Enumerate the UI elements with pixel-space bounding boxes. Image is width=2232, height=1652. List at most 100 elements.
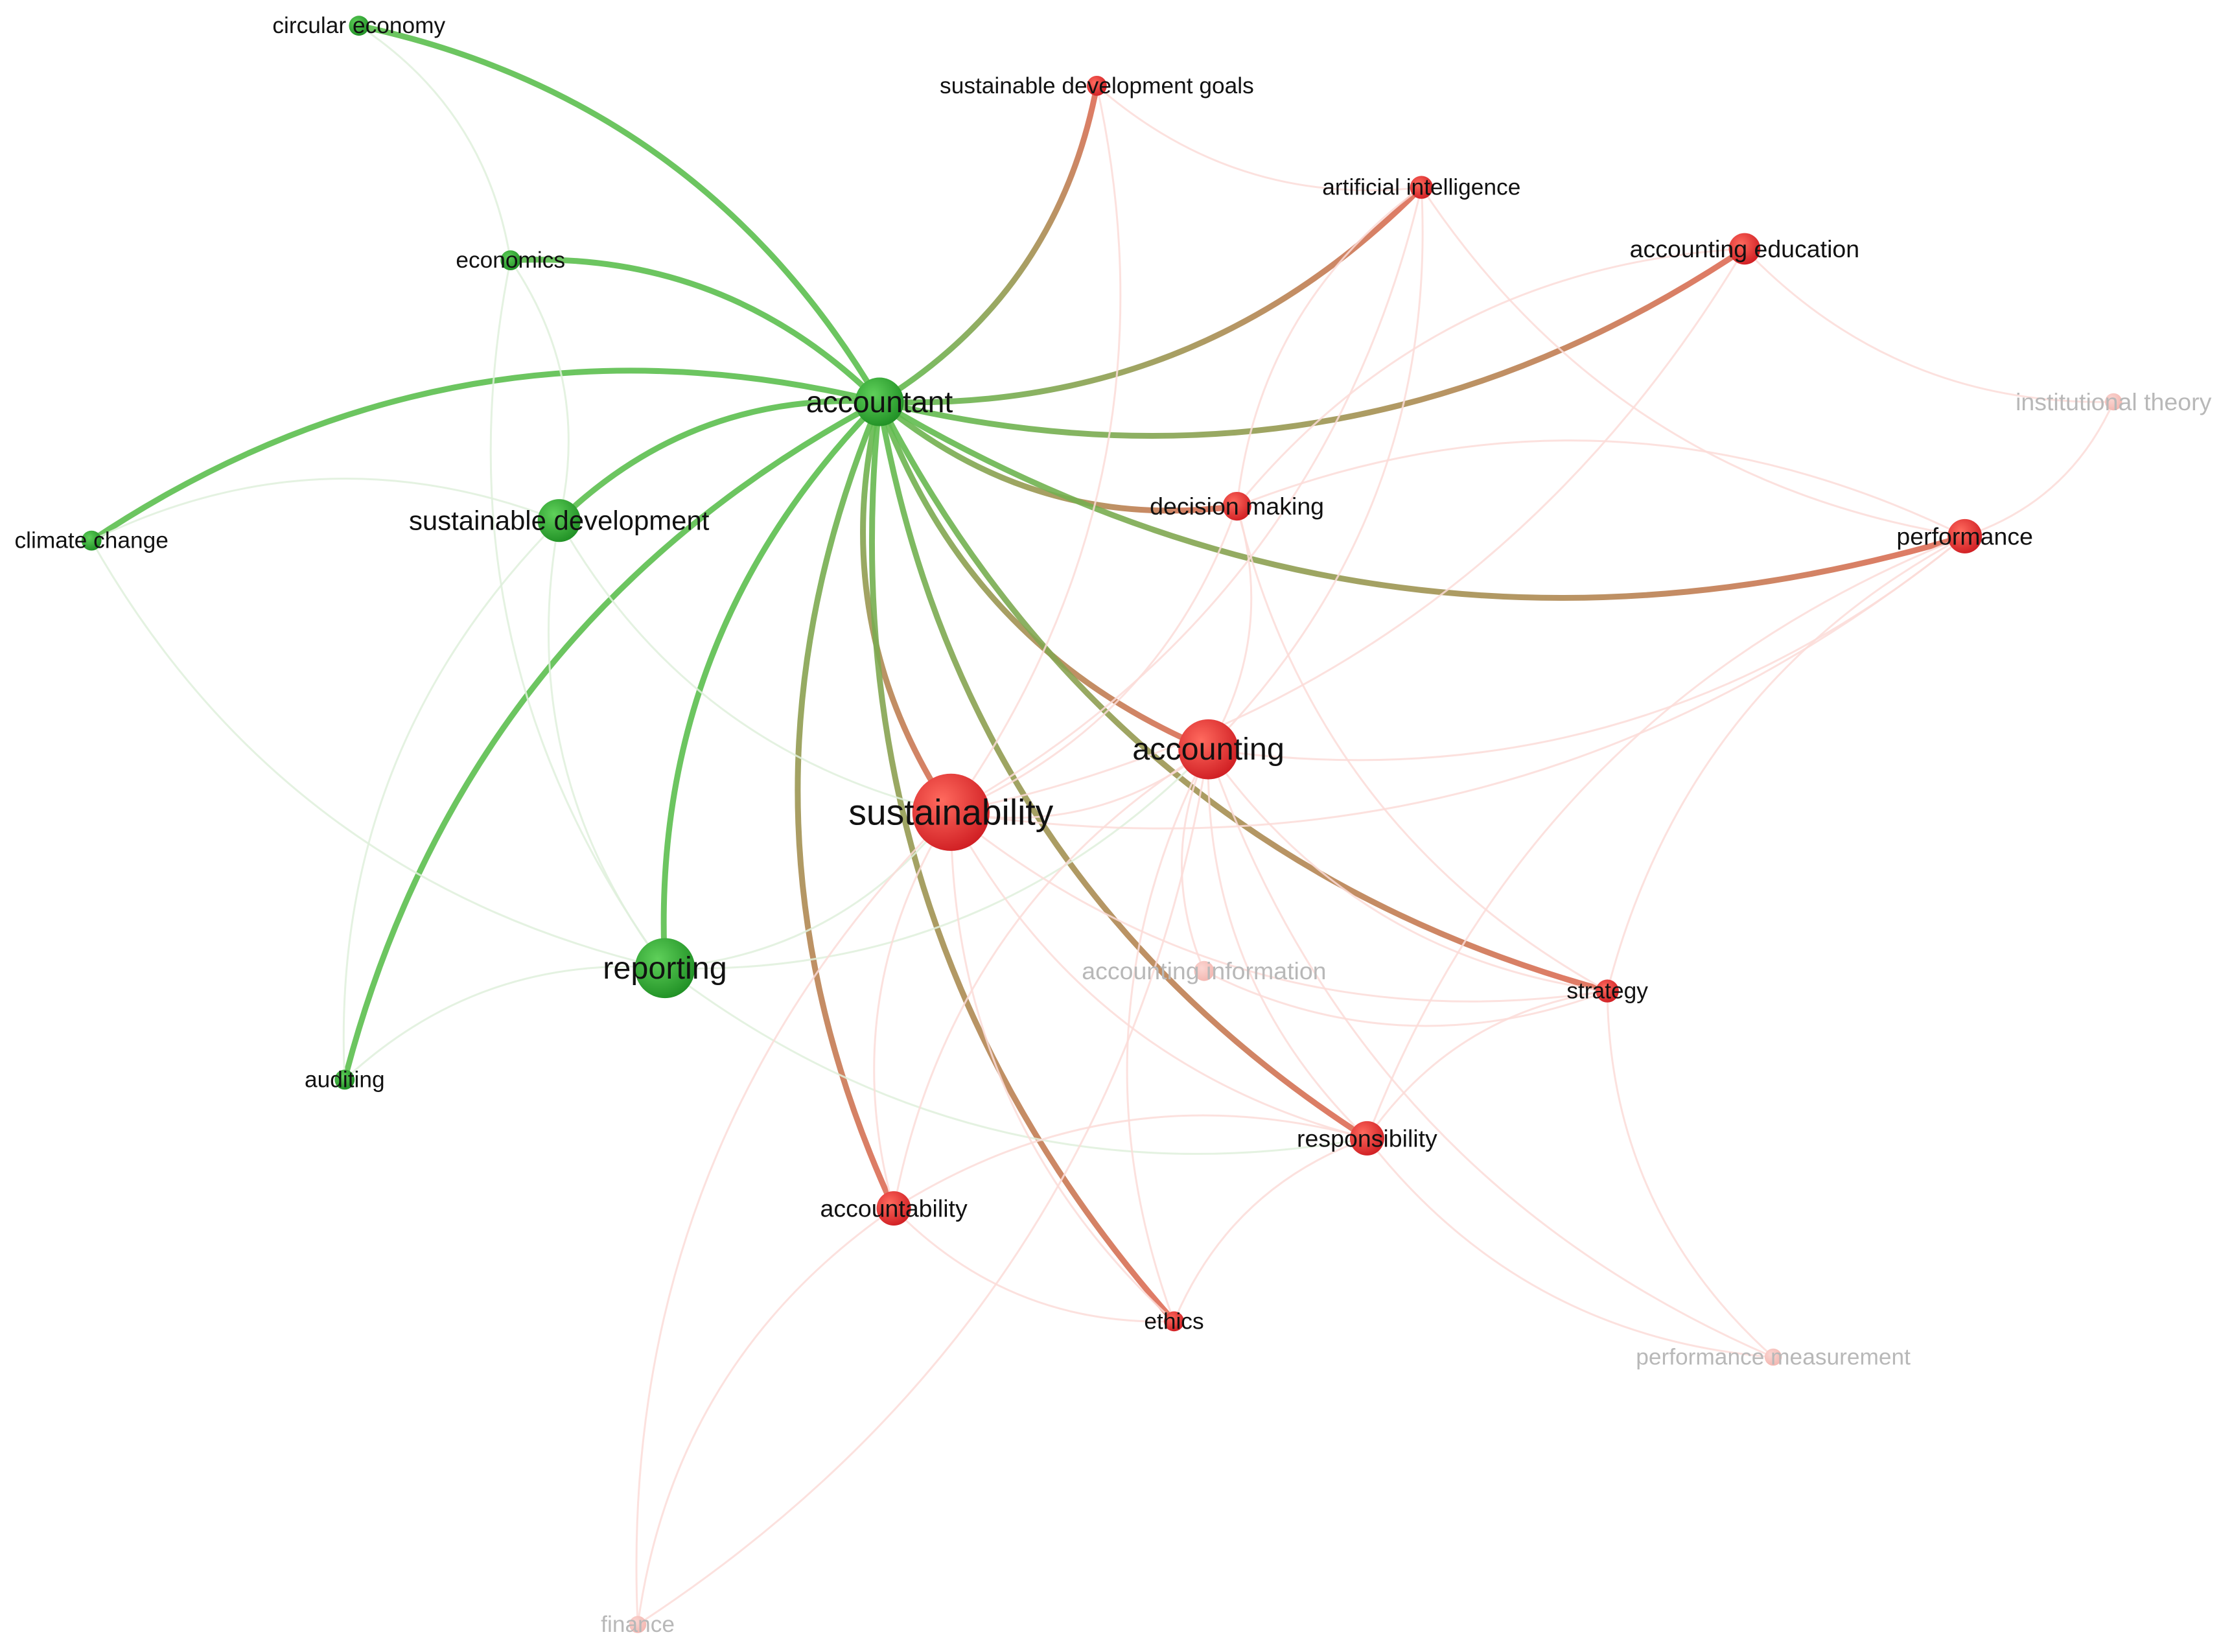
link-sustainability-accountability [873,811,952,1209]
node-label-performance-measurement: performance measurement [1636,1345,1911,1370]
node-label-decision-making: decision making [1150,493,1324,520]
link-accountant-decision-making [878,399,1238,514]
node-finance[interactable] [629,1616,647,1633]
node-accounting[interactable] [1178,719,1238,780]
link-responsibility-accountability [893,1114,1367,1209]
link-accounting-education-decision-making [1236,248,1745,507]
link-responsibility-ethics [1173,1137,1367,1322]
link-accounting-information-strategy [1203,970,1608,1027]
node-label-accounting-education: accounting education [1630,235,1859,262]
link-artificial-intelligence-performance [1421,187,1965,537]
link-economics-reporting [489,260,666,969]
node-performance[interactable] [1947,518,1982,553]
node-accounting-information[interactable] [1194,960,1215,981]
link-sustainable-development-auditing [342,520,560,1080]
node-label-sustainable-development: sustainable development [409,506,710,536]
node-sustainability[interactable] [912,773,990,851]
node-accountability[interactable] [876,1191,911,1226]
link-sustainability-decision-making [950,506,1238,813]
link-accounting-artificial-intelligence [1207,187,1424,750]
link-accountant-sustainability [860,401,954,814]
node-artificial-intelligence[interactable] [1410,176,1433,199]
link-responsibility-performance-measurement [1366,1137,1774,1358]
node-climate-change[interactable] [81,530,102,551]
node-label-responsibility: responsibility [1297,1124,1437,1152]
link-accountant-sustainable-development-goals [878,85,1100,404]
node-sustainable-development[interactable] [537,499,581,542]
link-reporting-responsibility [664,967,1367,1155]
node-label-climate-change: climate change [14,528,168,553]
link-sustainability-finance [635,811,952,1625]
node-label-accounting: accounting [1132,732,1285,767]
link-accounting-education-institutional-theory [1743,248,2114,403]
link-sustainability-artificial-intelligence [950,187,1423,813]
link-climate-change-reporting [90,540,666,970]
node-label-accounting-information: accounting information [1082,957,1326,984]
node-label-finance: finance [601,1612,675,1637]
node-reporting[interactable] [634,938,695,999]
link-sustainable-development-reporting [548,520,666,969]
node-responsibility[interactable] [1349,1121,1384,1156]
node-label-accountability: accountability [820,1195,967,1222]
link-reporting-sustainability [664,811,952,970]
node-performance-measurement[interactable] [1764,1348,1782,1366]
node-strategy[interactable] [1596,979,1619,1003]
node-label-institutional-theory: institutional theory [2016,388,2212,415]
link-strategy-responsibility [1366,990,1608,1139]
link-accountant-accountability [795,401,897,1210]
node-accounting-education[interactable] [1728,233,1761,265]
node-accountant[interactable] [855,377,904,426]
link-sustainable-development-sustainability [558,520,951,813]
link-accounting-accountability [892,748,1209,1209]
link-sustainability-strategy [950,811,1608,1003]
link-performance-responsibility [1366,535,1966,1139]
node-label-sustainable-development-goals: sustainable development goals [940,73,1254,99]
node-institutional-theory[interactable] [2105,393,2122,411]
link-accountant-accounting [876,401,1210,752]
link-sustainability-responsibility [949,811,1367,1139]
link-accounting-performance-measurement [1207,749,1774,1358]
node-decision-making[interactable] [1222,492,1251,521]
node-auditing[interactable] [334,1069,355,1090]
link-accountant-reporting [660,399,882,969]
link-accounting-performance [1208,535,1966,762]
link-economics-circular-economy [358,25,512,261]
node-label-auditing: auditing [305,1067,385,1092]
node-label-reporting: reporting [603,951,727,986]
link-performance-institutional-theory [1964,401,2115,537]
node-label-ethics: ethics [1144,1309,1203,1334]
link-strategy-performance-measurement [1606,991,1774,1358]
node-label-artificial-intelligence: artificial intelligence [1322,175,1520,200]
link-sustainable-development-goals-artificial-intelligence [1096,85,1422,192]
node-label-economics: economics [456,248,565,273]
link-accountant-accounting-education [878,246,1747,439]
links-layer [89,23,2115,1625]
link-accounting-responsibility [1207,749,1368,1139]
link-accountant-auditing [342,399,881,1081]
link-accountability-finance [636,1207,894,1625]
link-accountant-circular-economy [358,23,882,404]
link-sustainable-development-economics [509,259,570,521]
node-economics[interactable] [500,250,521,270]
link-sustainability-accounting-education [950,248,1746,813]
link-accounting-ethics [1126,749,1209,1322]
link-sustainability-performance [951,535,1966,830]
link-reporting-accounting [664,749,1209,970]
link-accountant-strategy [877,400,1609,994]
link-accountability-ethics [893,1207,1174,1323]
link-accounting-accounting-information [1181,749,1209,971]
node-label-circular-economy: circular economy [272,13,445,38]
node-ethics[interactable] [1164,1311,1184,1332]
link-artificial-intelligence-decision-making [1236,186,1423,507]
link-accountant-sustainable-development [557,398,880,523]
link-reporting-auditing [343,966,666,1080]
link-accountant-performance [878,399,1966,601]
nodes-layer [81,16,2122,1633]
node-circular-economy[interactable] [349,16,369,36]
link-performance-decision-making [1237,439,1966,537]
link-accounting-decision-making [1207,506,1253,750]
node-sustainable-development-goals[interactable] [1087,75,1107,96]
node-label-sustainability: sustainability [848,792,1053,832]
